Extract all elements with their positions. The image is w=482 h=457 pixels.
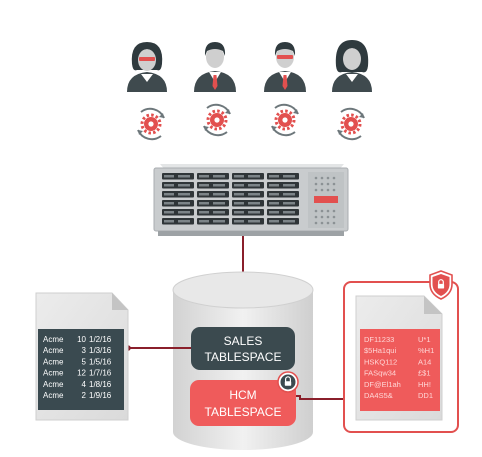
encrypted-row-value-b: U*1 xyxy=(418,335,431,344)
drive-bay xyxy=(197,200,229,207)
drive-bay xyxy=(267,200,299,207)
encrypted-row-value-b: A14 xyxy=(418,357,431,366)
plain-row-name: Acme xyxy=(43,357,64,366)
plain-row-name: Acme xyxy=(43,335,64,344)
gear-sync-icon xyxy=(203,103,231,137)
drive-bay xyxy=(197,173,229,180)
encrypted-row-value-b: DD1 xyxy=(418,391,433,400)
gear-sync-icon xyxy=(137,107,165,141)
user-4-female-icon xyxy=(332,40,372,92)
plain-row-date: 1/3/16 xyxy=(89,346,112,355)
drive-bay xyxy=(162,200,194,207)
drive-bay xyxy=(267,218,299,225)
plain-data-panel xyxy=(38,329,124,410)
plain-row-date: 1/5/16 xyxy=(89,357,112,366)
plain-row-name: Acme xyxy=(43,391,64,400)
plain-row-date: 1/2/16 xyxy=(89,335,112,344)
drive-bay xyxy=(162,209,194,216)
drive-bay xyxy=(232,209,264,216)
hcm-tablespace-line2: TABLESPACE xyxy=(205,405,282,419)
lock-icon xyxy=(277,371,299,393)
plain-row-name: Acme xyxy=(43,380,64,389)
plain-row-name: Acme xyxy=(43,369,64,378)
plain-row-amount: 10 xyxy=(77,335,86,344)
drive-bay xyxy=(197,218,229,225)
user-3-male-icon xyxy=(264,42,306,92)
drive-bay xyxy=(267,209,299,216)
drive-bay xyxy=(267,173,299,180)
drive-bay xyxy=(162,191,194,198)
plain-row-amount: 12 xyxy=(77,369,86,378)
plain-document-icon xyxy=(35,292,129,421)
drive-bay xyxy=(267,182,299,189)
drive-bay xyxy=(267,191,299,198)
hcm-tablespace: HCM TABLESPACE xyxy=(190,380,296,426)
encrypted-row-value-a: $5Ha1qui xyxy=(364,346,396,355)
encrypted-data-panel xyxy=(360,329,440,411)
drive-bay xyxy=(197,182,229,189)
plain-row-amount: 5 xyxy=(82,357,87,366)
plain-row-amount: 2 xyxy=(82,391,87,400)
sales-tablespace-line2: TABLESPACE xyxy=(205,350,282,364)
gear-sync-icon xyxy=(337,107,365,141)
user-2-male-icon xyxy=(194,42,236,92)
encrypted-row-value-b: HH! xyxy=(418,380,431,389)
encrypted-document-frame xyxy=(343,281,459,433)
drive-bay xyxy=(232,191,264,198)
sales-tablespace-line1: SALES xyxy=(224,334,263,348)
plain-row-amount: 4 xyxy=(82,380,87,389)
drive-bay xyxy=(232,200,264,207)
encrypted-row-value-a: FASqw34 xyxy=(364,369,396,378)
encrypted-doc-connector xyxy=(296,395,352,400)
drive-bay xyxy=(162,182,194,189)
drive-bay xyxy=(232,182,264,189)
server-status-light xyxy=(314,196,338,203)
encrypted-row-value-a: DA4S5& xyxy=(364,391,393,400)
drive-bay xyxy=(162,173,194,180)
plain-row-date: 1/8/16 xyxy=(89,380,112,389)
server-icon xyxy=(153,164,349,236)
sales-tablespace: SALES TABLESPACE xyxy=(191,327,295,370)
encrypted-row-value-a: HSKQ112 xyxy=(364,357,397,366)
plain-row-date: 1/9/16 xyxy=(89,391,112,400)
hcm-tablespace-line1: HCM xyxy=(229,388,256,402)
encrypted-row-value-a: DF@El1ah xyxy=(364,380,401,389)
drive-bay xyxy=(197,191,229,198)
plain-row-name: Acme xyxy=(43,346,64,355)
user-1-female-icon xyxy=(127,42,167,92)
encrypted-row-value-b: £$1 xyxy=(418,369,431,378)
shield-lock-icon xyxy=(429,270,453,300)
plain-row-date: 1/7/16 xyxy=(89,369,112,378)
drive-bay xyxy=(197,209,229,216)
encrypted-row-value-a: DF11233 xyxy=(364,335,394,344)
plain-row-amount: 3 xyxy=(82,346,87,355)
encrypted-row-value-b: %H1 xyxy=(418,346,434,355)
server-drive-bays xyxy=(162,173,299,225)
drive-bay xyxy=(162,218,194,225)
gear-sync-icon xyxy=(271,103,299,137)
drive-bay xyxy=(232,218,264,225)
drive-bay xyxy=(232,173,264,180)
